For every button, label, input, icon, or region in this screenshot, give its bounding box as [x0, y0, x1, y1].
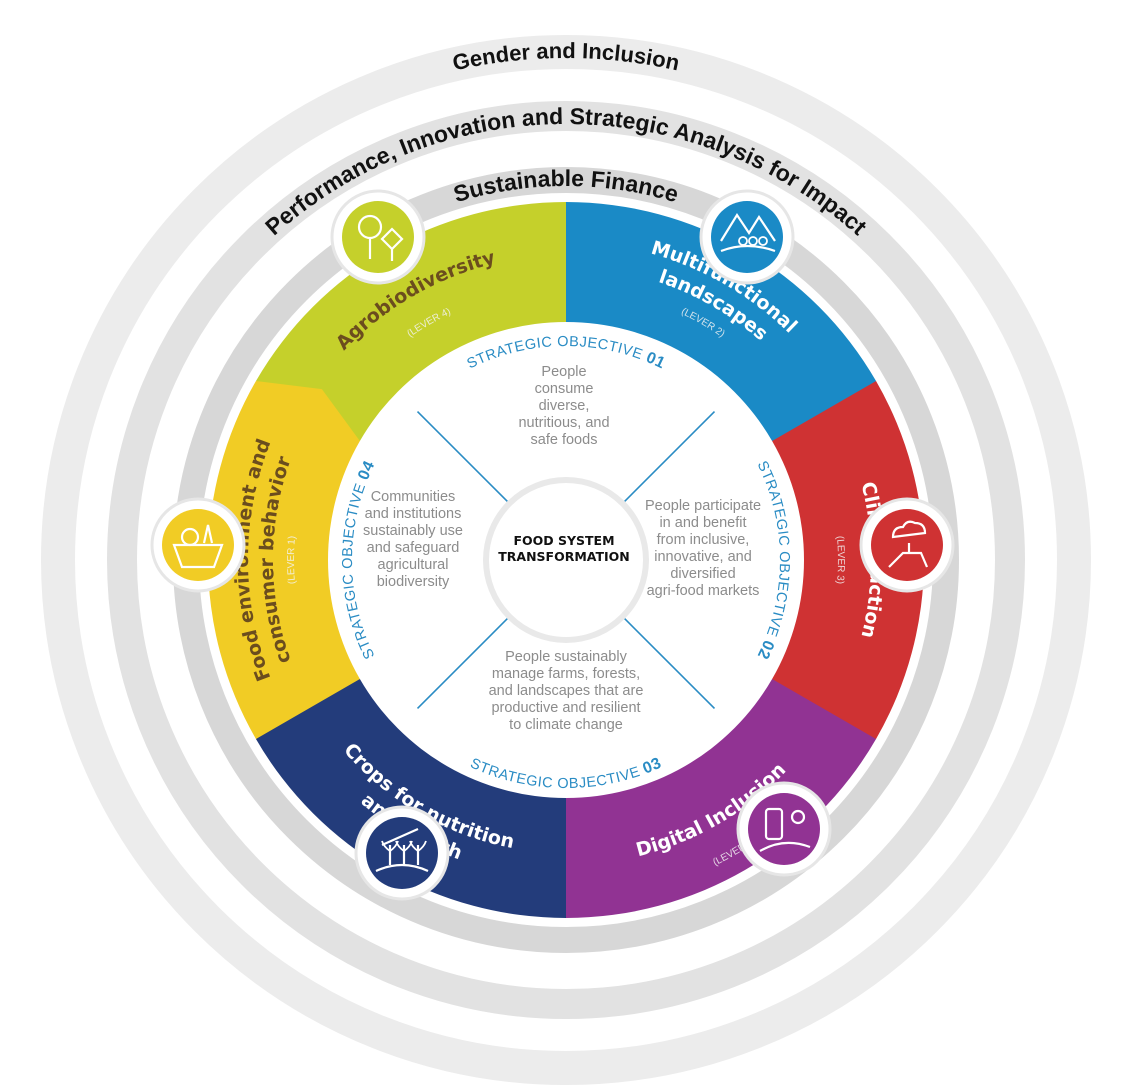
lever-segment-crops: [255, 679, 567, 918]
lever-segment-food_env: [207, 381, 360, 739]
quadrant-divider: [416, 617, 509, 710]
crops-growth-icon: [354, 805, 450, 901]
lever-segment-agrobiodiversity: [255, 202, 592, 441]
lever-segment-climate: [772, 381, 924, 739]
mountain-landscape-icon: [699, 189, 795, 285]
tree-leaf-icon: [330, 189, 426, 285]
quadrant-divider: [416, 410, 509, 503]
quadrant-divider: [623, 617, 716, 710]
phone-farm-icon: [736, 781, 832, 877]
ring-gender: [41, 35, 1091, 1085]
lever-subtitle-climate: (LEVER 3): [834, 535, 846, 584]
lever-icons: [150, 189, 955, 901]
lever-segment-multifunctional: [566, 202, 877, 441]
lever-subtitle-food_env: (LEVER 1): [286, 535, 298, 584]
lever-segment-digital: [540, 679, 877, 918]
ring-performance: [107, 101, 1025, 1019]
hand-plant-rain-icon: [859, 497, 955, 593]
food-basket-icon: [150, 497, 246, 593]
center-circle: [483, 477, 649, 643]
quadrant-divider: [623, 410, 716, 503]
